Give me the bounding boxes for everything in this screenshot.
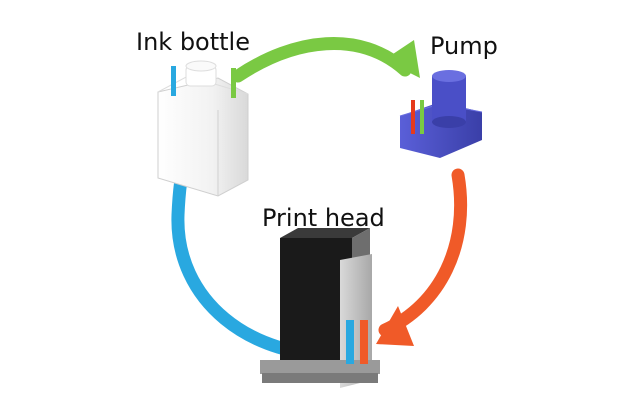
ink-bottle-icon — [157, 60, 249, 197]
pump-icon — [399, 70, 483, 158]
print-head-icon — [260, 228, 380, 388]
print-head-label: Print head — [262, 204, 385, 232]
ink-bottle-label: Ink bottle — [136, 28, 250, 56]
arrow-bottle-to-pump — [231, 37, 420, 83]
arrow-pump-to-head — [376, 168, 468, 346]
pump-label: Pump — [430, 32, 498, 60]
